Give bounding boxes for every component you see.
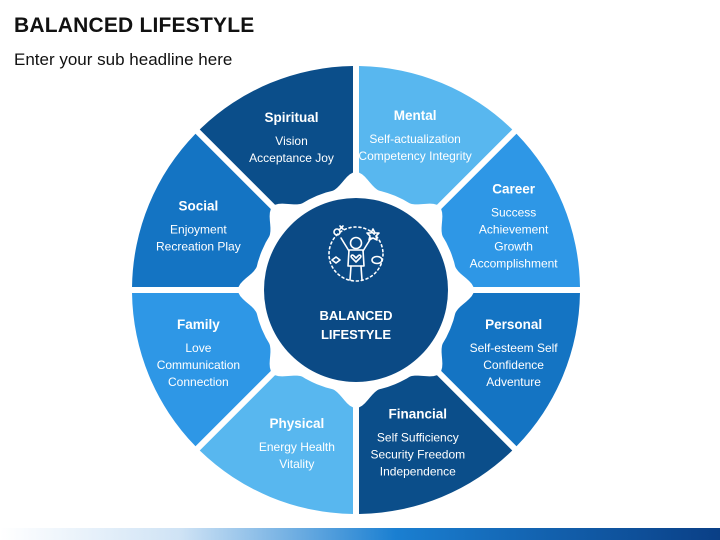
segment-career-line: Growth <box>494 239 533 253</box>
segment-mental-shape <box>358 66 513 216</box>
segment-physical-line: Energy Health <box>259 440 335 454</box>
segment-family-title: Family <box>177 317 220 332</box>
segment-personal-shape <box>430 292 580 447</box>
hub-circle <box>264 198 448 382</box>
segment-physical-shape <box>199 364 354 514</box>
segment-spiritual-line: Acceptance Joy <box>249 151 334 165</box>
segment-career-line: Achievement <box>479 222 549 236</box>
segment-spiritual-line: Vision <box>275 134 307 148</box>
segment-financial-line: Self Sufficiency <box>377 430 459 444</box>
segment-mental-line: Self-actualization <box>369 132 460 146</box>
segment-social-title: Social <box>178 198 218 213</box>
page-title: BALANCED LIFESTYLE <box>14 14 255 37</box>
segment-personal-line: Confidence <box>483 358 544 372</box>
segment-personal-line: Self-esteem Self <box>470 341 559 355</box>
segment-social-line: Enjoyment <box>170 222 227 236</box>
page-subtitle: Enter your sub headline here <box>14 50 233 69</box>
segment-mental-line: Competency Integrity <box>358 149 471 163</box>
center-label-line: BALANCED <box>320 308 393 323</box>
segment-financial-shape <box>358 364 513 514</box>
center-hub: BALANCED LIFESTYLE <box>238 172 474 408</box>
segment-career-line: Success <box>491 205 536 219</box>
segment-personal-line: Adventure <box>486 375 541 389</box>
segment-social-shape <box>132 133 282 288</box>
segment-family-line: Love <box>185 341 211 355</box>
segment-physical-line: Vitality <box>279 457 314 471</box>
segment-personal-title: Personal <box>485 317 542 332</box>
segment-physical-title: Physical <box>269 416 324 431</box>
segment-family-line: Connection <box>168 375 229 389</box>
segment-financial-line: Independence <box>380 464 456 478</box>
segment-spiritual-shape <box>199 66 354 216</box>
segment-career-shape <box>430 133 580 288</box>
footer-gradient-bar <box>0 528 720 540</box>
person-with-balls-icon <box>328 225 384 282</box>
segment-spiritual-title: Spiritual <box>265 110 319 125</box>
segment-career: CareerSuccessAchievementGrowthAccomplish… <box>430 133 580 288</box>
segment-mental-title: Mental <box>394 108 437 123</box>
center-label-line: LIFESTYLE <box>321 327 391 342</box>
segment-career-line: Accomplishment <box>470 256 559 270</box>
segment-career-title: Career <box>492 181 536 196</box>
segment-financial-title: Financial <box>389 406 448 421</box>
segment-family-line: Communication <box>157 358 240 372</box>
segment-financial-line: Security Freedom <box>370 447 465 461</box>
segment-family-shape <box>132 292 282 447</box>
segment-social-line: Recreation Play <box>156 239 241 253</box>
